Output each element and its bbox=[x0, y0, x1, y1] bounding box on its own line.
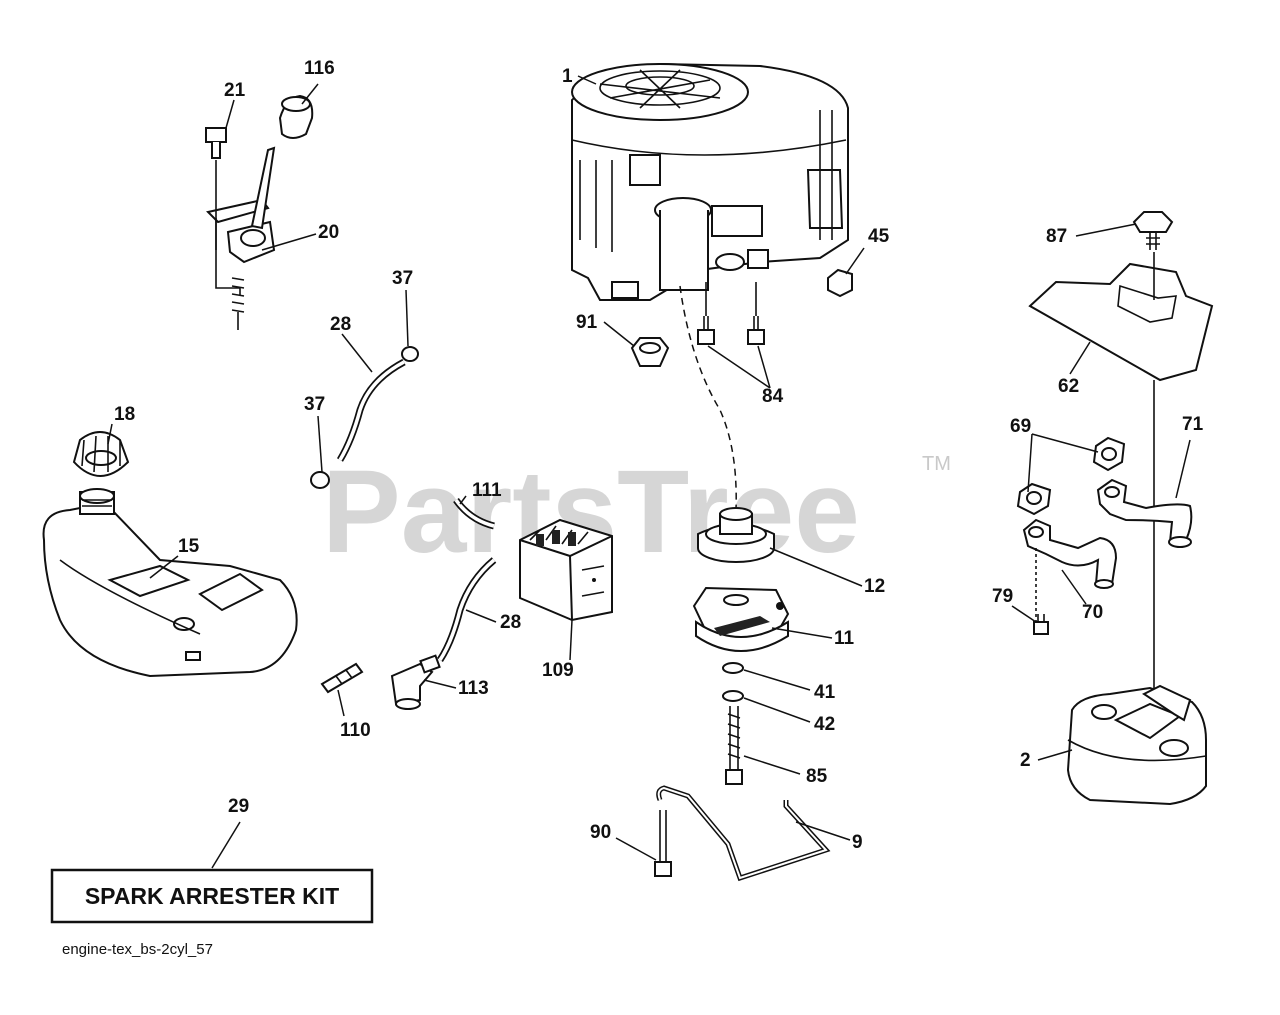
callout-15: 15 bbox=[178, 536, 200, 557]
callout-37-lower: 37 bbox=[304, 394, 325, 415]
callout-18: 18 bbox=[114, 404, 135, 425]
callout-91: 91 bbox=[576, 312, 598, 333]
callout-116: 116 bbox=[304, 58, 335, 79]
callout-87: 87 bbox=[1046, 226, 1067, 247]
fuel-line-28-lower-part[interactable] bbox=[437, 557, 497, 662]
elbow-fitting-part[interactable] bbox=[390, 654, 441, 710]
crankshaft-guide-line bbox=[679, 285, 737, 511]
screw-79-part[interactable] bbox=[1033, 614, 1049, 635]
pulley-part[interactable] bbox=[697, 507, 775, 563]
callout-41: 41 bbox=[814, 682, 836, 703]
callout-28-lower: 28 bbox=[500, 612, 521, 633]
heat-shield-part[interactable] bbox=[1028, 262, 1214, 382]
spark-arrester-kit-label: SPARK ARRESTER KIT bbox=[85, 883, 339, 909]
callout-69: 69 bbox=[1010, 416, 1031, 437]
callout-37-upper: 37 bbox=[392, 268, 413, 289]
callout-45: 45 bbox=[868, 226, 890, 247]
fuel-cap-part[interactable] bbox=[72, 431, 130, 477]
callout-28-upper: 28 bbox=[330, 314, 351, 335]
fuel-line-28-upper-part[interactable] bbox=[336, 358, 406, 462]
diagram-code: engine-tex_bs-2cyl_57 bbox=[62, 941, 213, 958]
callout-labels: 1 2 9 11 12 15 18 20 21 28 28 29 37 37 4… bbox=[114, 58, 1204, 853]
callout-111: 111 bbox=[472, 480, 502, 501]
callout-110: 110 bbox=[340, 720, 371, 741]
knob-87-part[interactable] bbox=[1132, 211, 1174, 250]
leader-lines bbox=[107, 75, 1191, 869]
callout-90: 90 bbox=[590, 822, 611, 843]
callout-29: 29 bbox=[228, 796, 249, 817]
callout-62: 62 bbox=[1058, 376, 1079, 397]
bolt-85-part[interactable] bbox=[725, 706, 743, 785]
clamp-37-upper-part[interactable] bbox=[401, 346, 419, 362]
spacer-91-part[interactable] bbox=[630, 337, 670, 367]
callout-11: 11 bbox=[834, 628, 855, 649]
callout-2: 2 bbox=[1020, 750, 1031, 771]
gasket-69-part[interactable] bbox=[1016, 436, 1126, 516]
washer-41-part[interactable] bbox=[722, 662, 744, 674]
exhaust-pipe-71-part[interactable] bbox=[1096, 478, 1193, 548]
engine-part[interactable] bbox=[571, 62, 849, 301]
callout-109: 109 bbox=[542, 660, 574, 681]
knob-116-part[interactable] bbox=[278, 94, 314, 139]
callout-42: 42 bbox=[814, 714, 835, 735]
muffler-part[interactable] bbox=[1066, 684, 1207, 806]
callout-113: 113 bbox=[458, 678, 489, 699]
washer-42-part[interactable] bbox=[722, 690, 744, 702]
nut-45-part[interactable] bbox=[827, 268, 853, 298]
bolt-84-part[interactable] bbox=[697, 282, 765, 345]
bracket-9-part[interactable] bbox=[656, 785, 831, 882]
spark-arrester-kit-box[interactable]: SPARK ARRESTER KIT bbox=[50, 868, 374, 924]
clutch-part[interactable] bbox=[692, 586, 790, 652]
fuel-line-111-part[interactable] bbox=[453, 497, 495, 530]
callout-21: 21 bbox=[224, 80, 246, 101]
exhaust-pipe-70-part[interactable] bbox=[1022, 518, 1118, 624]
clamp-37-lower-part[interactable] bbox=[310, 471, 330, 489]
throttle-control-part[interactable] bbox=[206, 146, 276, 330]
callout-79: 79 bbox=[992, 586, 1013, 607]
watermark: PartsTree TM bbox=[322, 446, 951, 578]
callout-84: 84 bbox=[762, 386, 784, 407]
callout-85: 85 bbox=[806, 766, 828, 787]
fuel-pump-part[interactable] bbox=[519, 518, 613, 622]
callout-20: 20 bbox=[318, 222, 339, 243]
callout-70: 70 bbox=[1082, 602, 1103, 623]
callout-71: 71 bbox=[1182, 414, 1204, 435]
connector-110-part[interactable] bbox=[320, 662, 364, 694]
callout-1: 1 bbox=[562, 66, 573, 87]
bolt-21-part[interactable] bbox=[205, 127, 227, 250]
fuel-tank-part[interactable] bbox=[42, 488, 298, 678]
callout-9: 9 bbox=[852, 832, 863, 853]
callout-12: 12 bbox=[864, 576, 885, 597]
watermark-tm: TM bbox=[922, 453, 951, 475]
bolt-90-part[interactable] bbox=[654, 810, 672, 877]
